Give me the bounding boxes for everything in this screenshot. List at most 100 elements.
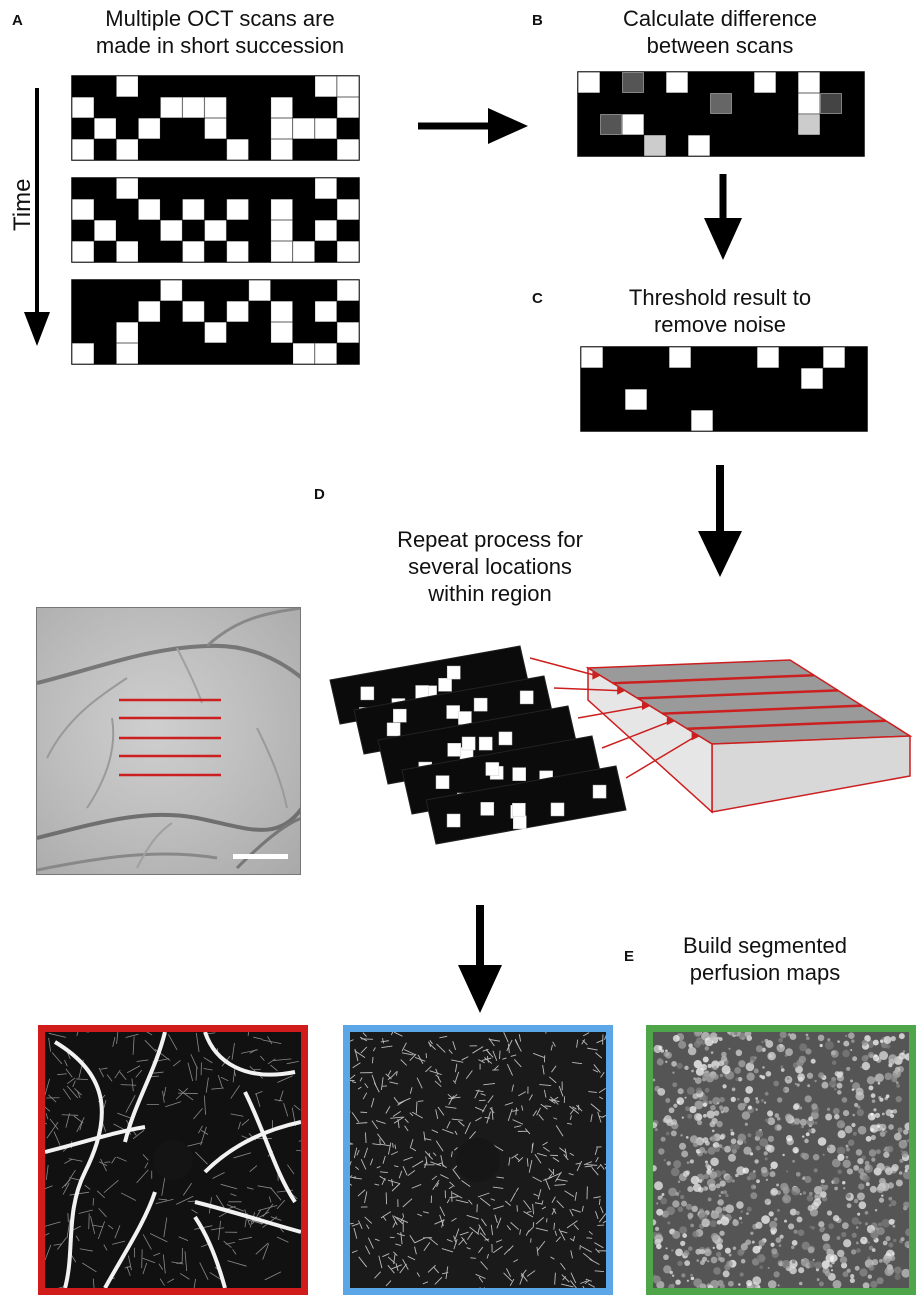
capillary [503, 1032, 509, 1043]
capillary [483, 1082, 496, 1086]
capillary [532, 1110, 538, 1117]
capillary [370, 1097, 375, 1108]
capillary [268, 1196, 272, 1203]
flow-speckle [721, 1051, 727, 1058]
capillary [539, 1084, 552, 1086]
capillary [506, 1063, 513, 1076]
flow-speckle [890, 1200, 897, 1206]
capillary [461, 1056, 469, 1061]
flow-speckle [801, 1135, 805, 1138]
capillary [511, 1084, 514, 1092]
capillary [519, 1229, 521, 1235]
flow-speckle [663, 1115, 672, 1124]
capillary [136, 1059, 149, 1062]
capillary [230, 1193, 237, 1197]
flow-speckle [831, 1060, 837, 1065]
capillary [439, 1214, 444, 1227]
slab-front [711, 735, 911, 813]
flow-speckle [880, 1076, 885, 1080]
flow-speckle [767, 1117, 776, 1126]
capillary [270, 1187, 282, 1201]
flow-speckle [739, 1272, 744, 1277]
capillary [440, 1174, 449, 1180]
grid-cell [754, 72, 776, 93]
capillary [187, 1062, 194, 1082]
flow-speckle [653, 1275, 661, 1284]
flow-speckle [727, 1280, 734, 1287]
capillary [604, 1034, 606, 1040]
capillary [478, 1059, 485, 1064]
flow-speckle [809, 1225, 812, 1229]
flow-speckle [864, 1222, 869, 1226]
flow-speckle [671, 1249, 674, 1252]
flow-speckle [780, 1182, 789, 1192]
capillary [351, 1176, 357, 1179]
capillary [387, 1179, 400, 1184]
flow-speckle [851, 1217, 860, 1225]
capillary [176, 1195, 194, 1205]
flow-speckle [699, 1208, 704, 1214]
capillary [403, 1156, 413, 1161]
flow-speckle [797, 1229, 805, 1237]
scan-sheet-cell [446, 665, 461, 680]
capillary [510, 1222, 520, 1230]
capillary [401, 1042, 407, 1052]
capillary [468, 1199, 473, 1205]
capillary [364, 1191, 368, 1204]
flow-speckle [689, 1159, 694, 1164]
flow-speckle [773, 1080, 780, 1087]
flow-speckle [732, 1246, 737, 1251]
flow-speckle [700, 1063, 708, 1071]
capillary [417, 1054, 424, 1064]
flow-speckle [871, 1157, 876, 1162]
capillary [351, 1223, 360, 1227]
flow-speckle [743, 1102, 747, 1107]
capillary [575, 1162, 581, 1165]
scan-lines [119, 698, 221, 777]
capillary [495, 1239, 503, 1243]
flow-speckle [837, 1169, 842, 1175]
capillary [478, 1276, 484, 1283]
capillary [523, 1211, 534, 1218]
capillary [350, 1222, 354, 1225]
flow-speckle [779, 1234, 784, 1239]
flow-speckle [776, 1208, 780, 1212]
scan-link-arrowhead [666, 717, 675, 726]
grid-cell [666, 72, 688, 93]
grid-cell [270, 97, 293, 118]
flow-speckle [695, 1248, 702, 1255]
capillary [550, 1044, 553, 1051]
flow-speckle [711, 1168, 714, 1171]
flow-speckle [799, 1118, 807, 1126]
capillary [414, 1246, 417, 1255]
capillary [596, 1039, 604, 1044]
flow-speckle [904, 1240, 909, 1249]
caption-e: Build segmented perfusion maps [655, 932, 875, 986]
flow-speckle [763, 1151, 768, 1156]
flow-speckle [671, 1274, 675, 1277]
capillary [220, 1183, 238, 1190]
flow-speckle [710, 1104, 716, 1111]
capillary [276, 1236, 289, 1243]
capillary [272, 1058, 292, 1062]
flow-speckle [841, 1231, 847, 1238]
capillary [452, 1168, 461, 1180]
flow-speckle [857, 1212, 861, 1216]
flow-speckle [895, 1096, 902, 1103]
flow-speckle [868, 1264, 875, 1271]
capillary [583, 1161, 593, 1166]
flow-speckle [675, 1192, 680, 1196]
flow-speckle [834, 1087, 837, 1091]
flow-speckle [883, 1036, 892, 1044]
flow-speckle [736, 1201, 744, 1209]
flow-speckle [658, 1045, 663, 1051]
grid-cell [270, 241, 293, 262]
flow-speckle [845, 1147, 850, 1152]
flow-speckle [761, 1075, 766, 1080]
capillary [452, 1080, 457, 1084]
flow-speckle [725, 1193, 729, 1198]
capillary [354, 1050, 366, 1058]
capillary [65, 1113, 70, 1128]
capillary [423, 1131, 426, 1141]
flow-speckle [750, 1184, 757, 1190]
